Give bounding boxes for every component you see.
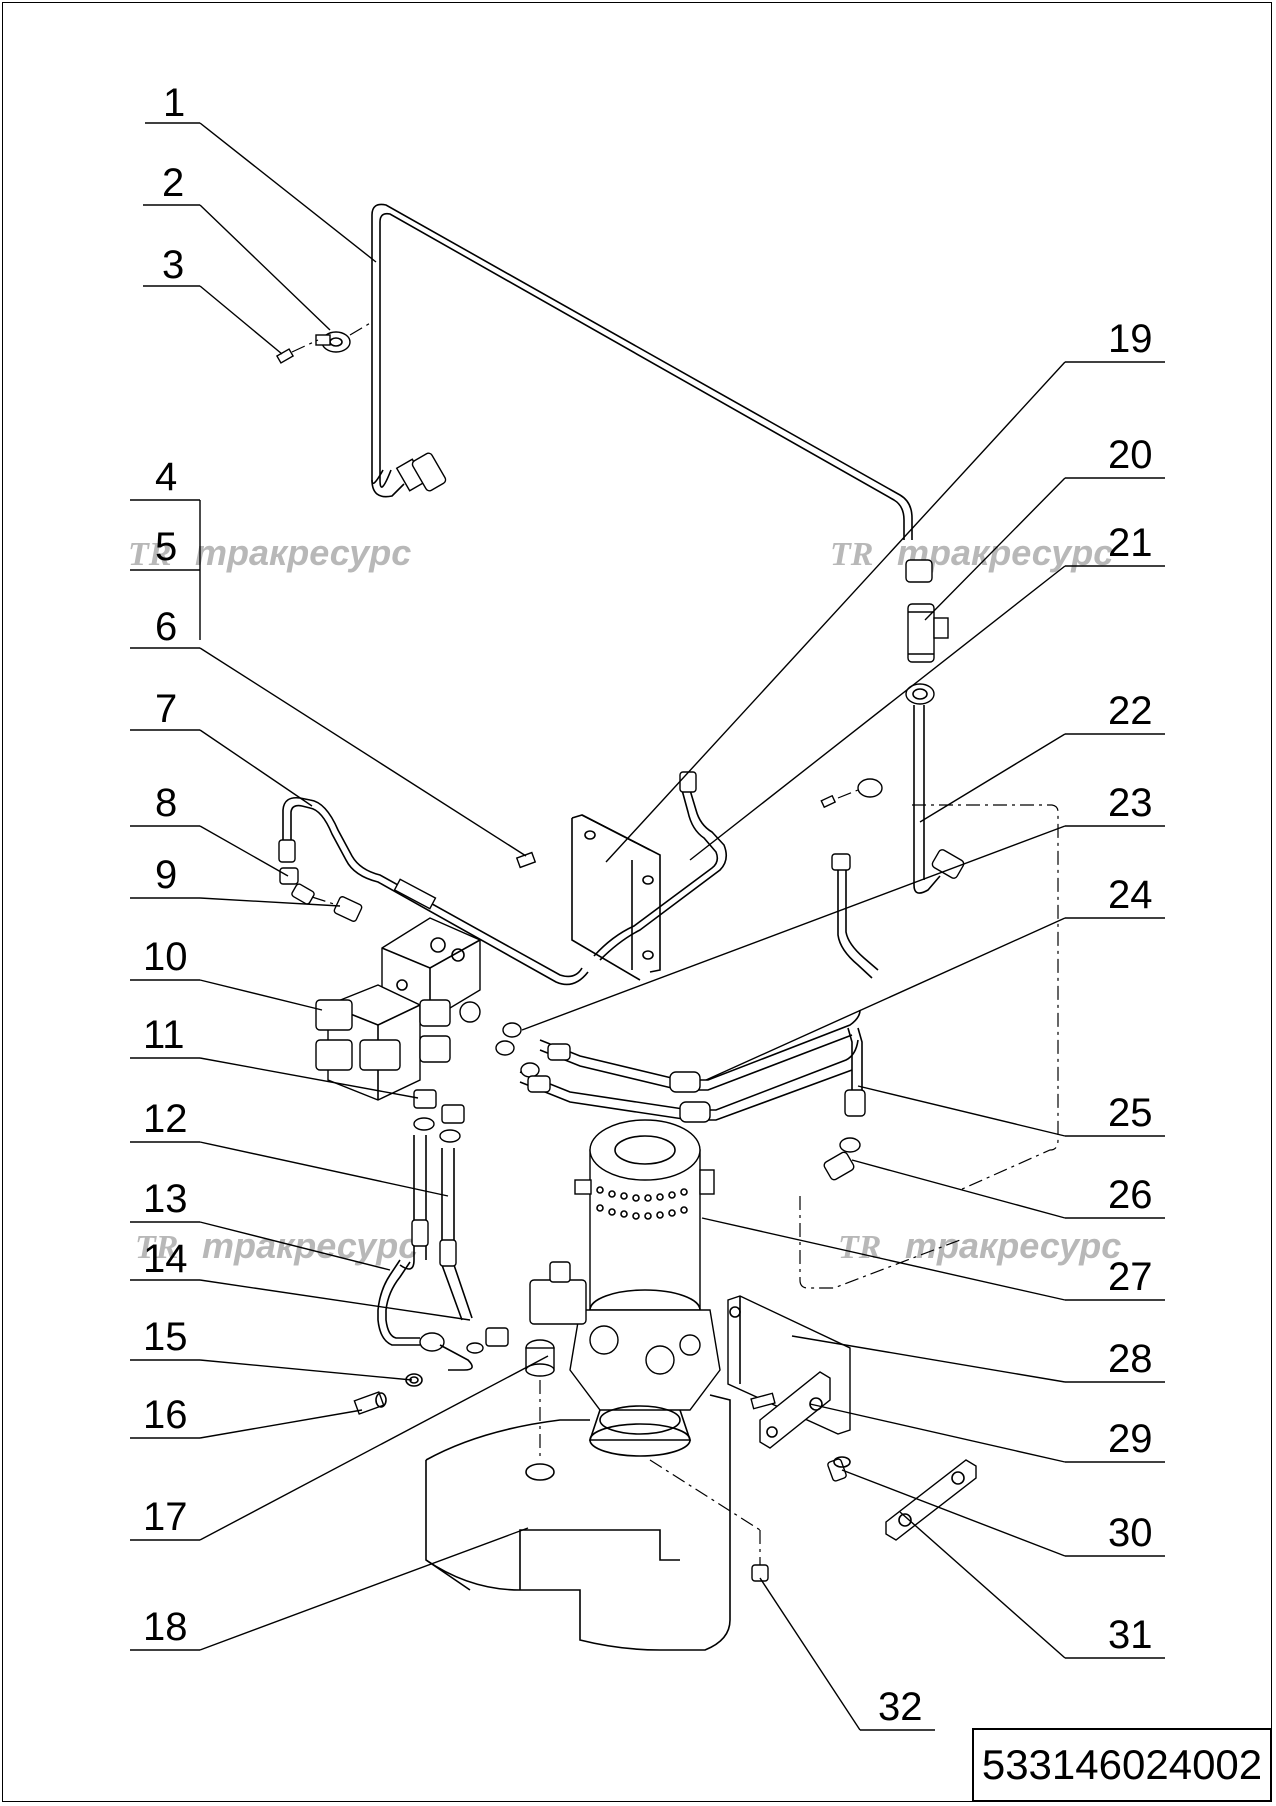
plug-32 — [649, 1459, 769, 1582]
callout-22: 22 — [1108, 689, 1153, 733]
callout-10: 10 — [143, 935, 188, 979]
watermark-top-left: TR тракресурс — [128, 532, 411, 573]
elbow-8 — [279, 867, 315, 905]
callout-8: 8 — [155, 781, 177, 825]
svg-text:тракресурс: тракресурс — [905, 1225, 1121, 1266]
callout-14: 14 — [143, 1237, 188, 1281]
callout-24: 24 — [1108, 873, 1153, 917]
callout-23: 23 — [1108, 781, 1153, 825]
callout-27: 27 — [1108, 1255, 1153, 1299]
bolt-30 — [827, 1456, 851, 1482]
clamp-2 — [315, 331, 351, 353]
pipe-25 — [844, 1027, 866, 1117]
callout-17: 17 — [143, 1495, 188, 1539]
leader-lines — [130, 122, 1165, 1731]
callout-3: 3 — [162, 243, 184, 287]
watermark-bottom-right: TR тракресурс — [838, 1225, 1121, 1266]
bracket-plate — [515, 814, 661, 981]
callout-4: 4 — [155, 455, 177, 499]
motor-grille — [596, 1186, 688, 1220]
svg-text:TR: TR — [838, 1229, 881, 1266]
motor-27 — [574, 1119, 715, 1331]
pipe-1 — [371, 203, 913, 540]
tee-20 — [907, 603, 949, 663]
plate-31 — [885, 1459, 977, 1541]
callout-30: 30 — [1108, 1511, 1153, 1555]
callout-11: 11 — [143, 1013, 185, 1057]
bolt-3 — [275, 321, 373, 364]
callout-18: 18 — [143, 1605, 188, 1649]
bracket-28 — [727, 1295, 851, 1449]
dashed-envelope — [799, 804, 1059, 1289]
hoses-24 — [495, 1009, 861, 1123]
tank-18 — [425, 1394, 731, 1651]
fitting-19 — [905, 559, 933, 583]
callout-7: 7 — [155, 687, 177, 731]
pump-body — [529, 1261, 721, 1457]
clamp-upper-right — [820, 778, 883, 809]
svg-text:тракресурс: тракресурс — [195, 532, 411, 573]
callout-20: 20 — [1108, 433, 1153, 477]
svg-text:TR: TR — [135, 1229, 178, 1266]
callout-32: 32 — [878, 1685, 923, 1729]
callout-2: 2 — [162, 161, 184, 205]
callout-16: 16 — [143, 1393, 188, 1437]
callout-21: 21 — [1108, 521, 1153, 565]
hose-12 — [399, 1135, 473, 1321]
callout-6: 6 — [155, 605, 177, 649]
callout-19: 19 — [1108, 317, 1153, 361]
filler-cap-17 — [525, 1339, 555, 1481]
callout-26: 26 — [1108, 1173, 1153, 1217]
callout-25: 25 — [1108, 1091, 1153, 1135]
fitting-14 — [466, 1327, 509, 1354]
callout-1: 1 — [163, 81, 185, 125]
pipe-7 — [278, 796, 589, 986]
document-number: 533146024002 — [972, 1728, 1272, 1802]
callout-12: 12 — [143, 1097, 188, 1141]
callout-9: 9 — [155, 853, 177, 897]
pipe-23 — [831, 853, 879, 979]
svg-text:TR: TR — [830, 536, 873, 573]
callout-15: 15 — [143, 1315, 188, 1359]
watermark-top-right: TR тракресурс — [830, 532, 1113, 573]
callout-29: 29 — [1108, 1417, 1153, 1461]
elbow-26 — [823, 1137, 861, 1181]
nut-21 — [905, 683, 935, 705]
bolt-29 — [750, 1392, 776, 1410]
callout-13: 13 — [143, 1177, 188, 1221]
valve-block-10 — [315, 917, 481, 1101]
callout-5: 5 — [155, 525, 177, 569]
callout-31: 31 — [1108, 1613, 1153, 1657]
svg-text:TR: TR — [128, 536, 171, 573]
pipe-13 — [377, 1259, 473, 1371]
callout-labels: 1 2 3 4 5 6 7 8 9 10 11 12 13 14 15 16 1… — [143, 81, 1153, 1729]
bolt-16 — [353, 1391, 387, 1415]
pipe-22 — [913, 705, 965, 894]
callout-28: 28 — [1108, 1337, 1153, 1381]
adapter-9 — [311, 896, 363, 922]
fitting-11 — [413, 1089, 465, 1143]
